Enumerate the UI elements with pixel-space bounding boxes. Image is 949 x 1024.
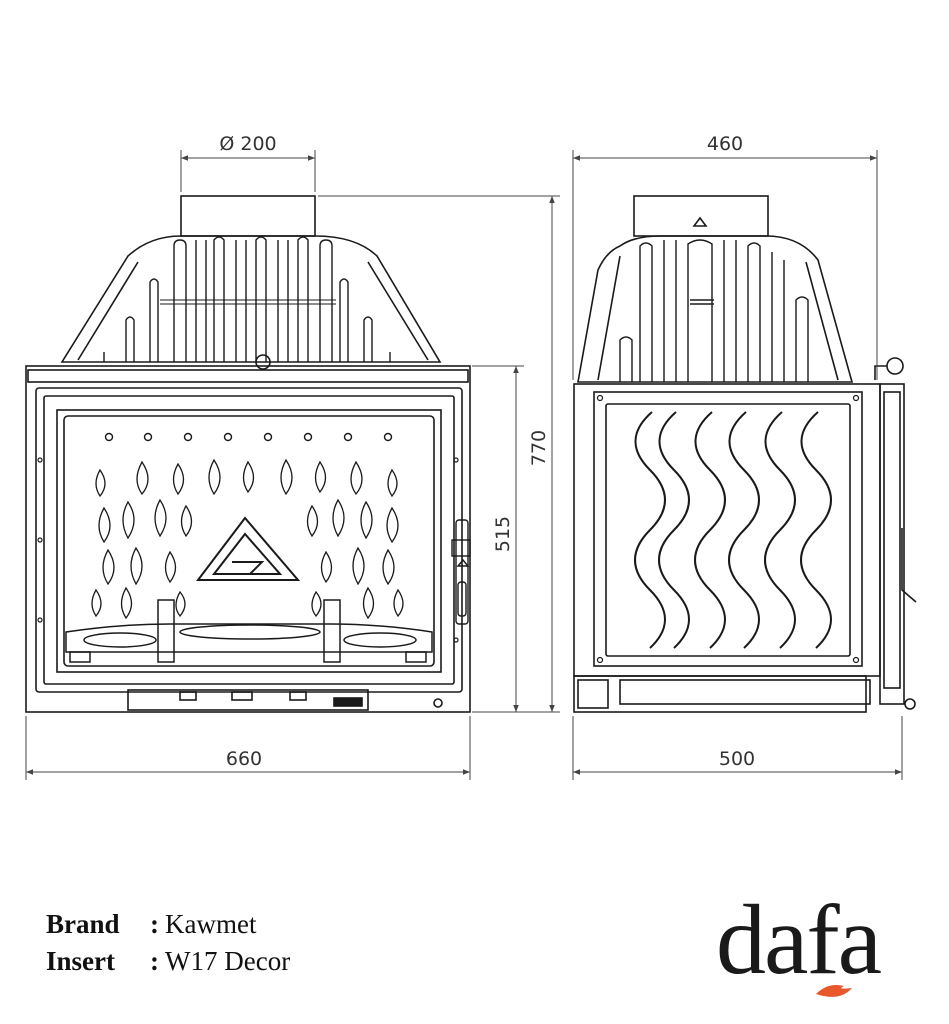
insert-row: Insert:W17 Decor: [46, 943, 290, 980]
door-handle: [451, 519, 471, 625]
brand-separator: :: [150, 909, 159, 939]
logo-text: dafa: [716, 884, 882, 995]
dimension-labels: Ø 200 460 770 515 660 500: [219, 133, 755, 770]
emblem: [195, 516, 301, 581]
dim-side-top-depth: 460: [707, 133, 743, 155]
flame-pattern: [91, 458, 404, 620]
dim-front-door-height: 515: [492, 516, 514, 552]
wave-pattern: [634, 411, 832, 649]
front-view: [25, 195, 471, 713]
dim-flue-diameter: Ø 200: [219, 133, 276, 155]
grate: [65, 599, 433, 663]
dim-front-width: 660: [226, 748, 262, 770]
logo-flame-icon: [816, 985, 852, 997]
door-bolts: [104, 432, 393, 442]
insert-label: Insert: [46, 946, 115, 976]
insert-value: W17 Decor: [165, 946, 291, 976]
brand-value: Kawmet: [165, 909, 257, 939]
product-info: Brand:Kawmet Insert:W17 Decor: [46, 906, 290, 980]
dim-side-depth: 500: [719, 748, 755, 770]
dimension-lines: [25, 150, 903, 780]
brand-row: Brand:Kawmet: [46, 906, 290, 943]
hood-ribs: [103, 236, 391, 362]
insert-separator: :: [150, 946, 159, 976]
side-view: [573, 195, 917, 713]
dafa-logo: dafa: [716, 880, 931, 1005]
dim-total-height: 770: [528, 430, 550, 466]
brand-label: Brand: [46, 909, 120, 939]
